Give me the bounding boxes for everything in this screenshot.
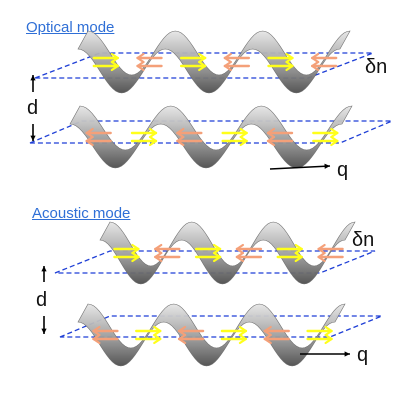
- optical-bottom-arrow-head: [148, 135, 158, 147]
- acoustic-top-arrow-head: [212, 243, 222, 255]
- acoustic-bottom-arrow-head: [153, 325, 162, 337]
- optical-bottom-arrow-head: [266, 135, 276, 147]
- acoustic-bottom-arrow-head: [177, 333, 187, 345]
- ribbons-layer: [69, 30, 356, 367]
- acoustic-top-arrow-head: [212, 251, 222, 263]
- acoustic-bottom-ribbon: [77, 303, 346, 367]
- optical-top-arrow-head: [223, 52, 232, 64]
- acoustic-top-arrow-head: [131, 251, 140, 263]
- optical-delta-n-label: δn: [365, 56, 388, 78]
- acoustic-top-arrow-head: [317, 251, 326, 263]
- acoustic-bottom-arrow-head: [263, 333, 272, 345]
- acoustic-bottom-arrow-head: [238, 325, 248, 337]
- optical-mode-title: Optical mode: [26, 19, 115, 36]
- acoustic-wavevector-label: q: [357, 344, 369, 366]
- polarization-arrows-layer: [85, 52, 344, 345]
- optical-bottom-arrow-head: [330, 127, 339, 139]
- acoustic-q-arrow-head: [344, 351, 350, 357]
- acoustic-bottom-arrow-head: [324, 333, 333, 345]
- acoustic-bottom-arrow-head: [177, 325, 187, 337]
- optical-top-ribbon: [77, 30, 351, 94]
- acoustic-bottom-arrow-head: [238, 333, 248, 345]
- acoustic-top-arrow-head: [317, 243, 326, 255]
- optical-top-arrow-head: [136, 60, 145, 72]
- optical-bottom-arrow-head: [176, 127, 185, 139]
- optical-bottom-arrow-head: [85, 135, 94, 147]
- optical-distance-label: d: [27, 97, 39, 119]
- optical-top-arrow-head: [110, 52, 119, 64]
- optical-bottom-arrow-head: [330, 135, 339, 147]
- acoustic-bottom-arrow-head: [324, 325, 333, 337]
- axis-arrows-layer: [30, 75, 350, 357]
- optical-bottom-arrow-head: [176, 135, 185, 147]
- acoustic-mode-title: Acoustic mode: [32, 205, 131, 222]
- acoustic-bottom-arrow-head: [153, 333, 162, 345]
- optical-d-down-arrow-head: [30, 135, 36, 141]
- acoustic-distance-label: d: [36, 289, 48, 311]
- acoustic-top-dashed-plane: [54, 250, 376, 274]
- acoustic-top-arrow-head: [154, 243, 163, 255]
- optical-bottom-ribbon: [69, 105, 353, 169]
- optical-q-arrow: [269, 165, 331, 170]
- optical-bottom-arrow-head: [148, 127, 158, 139]
- optical-bottom-arrow-head: [85, 127, 94, 139]
- optical-top-arrow-head: [311, 52, 320, 64]
- acoustic-d-up-arrow-head: [41, 266, 47, 272]
- optical-top-arrow-head: [198, 52, 207, 64]
- acoustic-bottom-arrow-head: [92, 325, 101, 337]
- optical-bottom-arrow-head: [266, 127, 276, 139]
- optical-d-up-arrow-head: [30, 75, 36, 81]
- acoustic-bottom-arrow-head: [92, 333, 101, 345]
- acoustic-delta-n-label: δn: [352, 229, 375, 251]
- optical-top-arrow-head: [136, 52, 145, 64]
- acoustic-top-arrow-head: [154, 251, 163, 263]
- optical-q-arrow-head: [324, 163, 330, 169]
- optical-wavevector-label: q: [337, 159, 349, 181]
- optical-top-arrow-head: [223, 60, 232, 72]
- acoustic-top-arrow-head: [235, 243, 245, 255]
- acoustic-d-down-arrow-head: [41, 328, 47, 334]
- optical-top-arrow-head: [110, 60, 119, 72]
- acoustic-top-ribbon: [99, 221, 356, 285]
- optical-top-arrow-head: [285, 60, 294, 72]
- optical-bottom-arrow-head: [239, 127, 248, 139]
- acoustic-top-arrow-head: [294, 251, 303, 263]
- optical-top-arrow-head: [198, 60, 207, 72]
- acoustic-top-arrow-head: [235, 251, 245, 263]
- optical-top-arrow-head: [285, 52, 294, 64]
- acoustic-bottom-arrow-head: [263, 325, 272, 337]
- acoustic-top-arrow-head: [294, 243, 303, 255]
- dashed-planes-layer: [29, 52, 393, 338]
- optical-bottom-arrow-head: [239, 135, 248, 147]
- optical-top-arrow-head: [311, 60, 320, 72]
- acoustic-top-arrow-head: [131, 243, 140, 255]
